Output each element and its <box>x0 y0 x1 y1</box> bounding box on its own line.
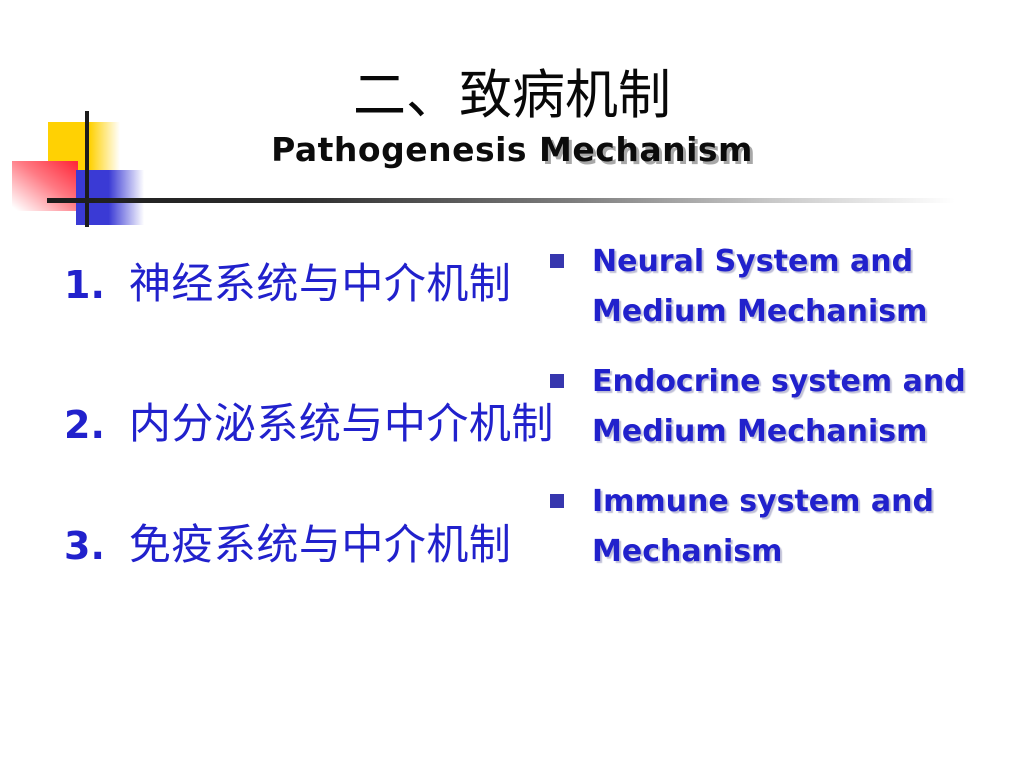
list-item-number: 1. <box>64 263 105 307</box>
list-item-line2: Medium Mechanism <box>592 414 928 449</box>
list-item-label: Immune system and Mechanism <box>592 477 934 577</box>
list-item-line1: Neural System and <box>592 244 914 279</box>
deco-red-square <box>12 161 78 211</box>
list-item: Immune system and Mechanism <box>550 477 990 577</box>
bullet-square-icon <box>550 254 564 268</box>
list-item-label: 免疫系统与中介机制 <box>128 523 512 569</box>
list-item-label: Neural System and Medium Mechanism <box>592 237 927 337</box>
list-item-label: 内分泌系统与中介机制 <box>128 402 554 448</box>
list-item-number: 2. <box>64 403 105 447</box>
subtitle-word-pathogenesis: Pathogenesis <box>271 130 528 169</box>
bullet-square-icon <box>550 374 564 388</box>
list-item: 2. 内分泌系统与中介机制 <box>64 390 554 451</box>
list-item: Neural System and Medium Mechanism <box>550 237 990 337</box>
list-item-line1: Immune system and <box>592 484 934 519</box>
bullet-list: Neural System and Medium Mechanism Endoc… <box>550 237 990 597</box>
divider-line <box>47 198 955 203</box>
list-item-line1: Endocrine system and <box>592 364 966 399</box>
list-item-line2: Mechanism <box>592 534 783 569</box>
list-item-line2: Medium Mechanism <box>592 294 928 329</box>
subtitle-word-mechanism: Mechanism <box>539 130 753 169</box>
list-item: Endocrine system and Medium Mechanism <box>550 357 990 457</box>
slide-title: 二、致病机制 <box>353 67 671 125</box>
bullet-square-icon <box>550 494 564 508</box>
list-item: 1. 神经系统与中介机制 <box>64 250 511 311</box>
slide-subtitle: Pathogenesis Mechanism <box>0 131 1024 169</box>
list-item-number: 3. <box>64 524 105 568</box>
list-item-label: 神经系统与中介机制 <box>128 262 512 308</box>
list-item: 3. 免疫系统与中介机制 <box>64 511 511 572</box>
deco-vertical-line <box>85 111 89 227</box>
list-item-label: Endocrine system and Medium Mechanism <box>592 357 966 457</box>
